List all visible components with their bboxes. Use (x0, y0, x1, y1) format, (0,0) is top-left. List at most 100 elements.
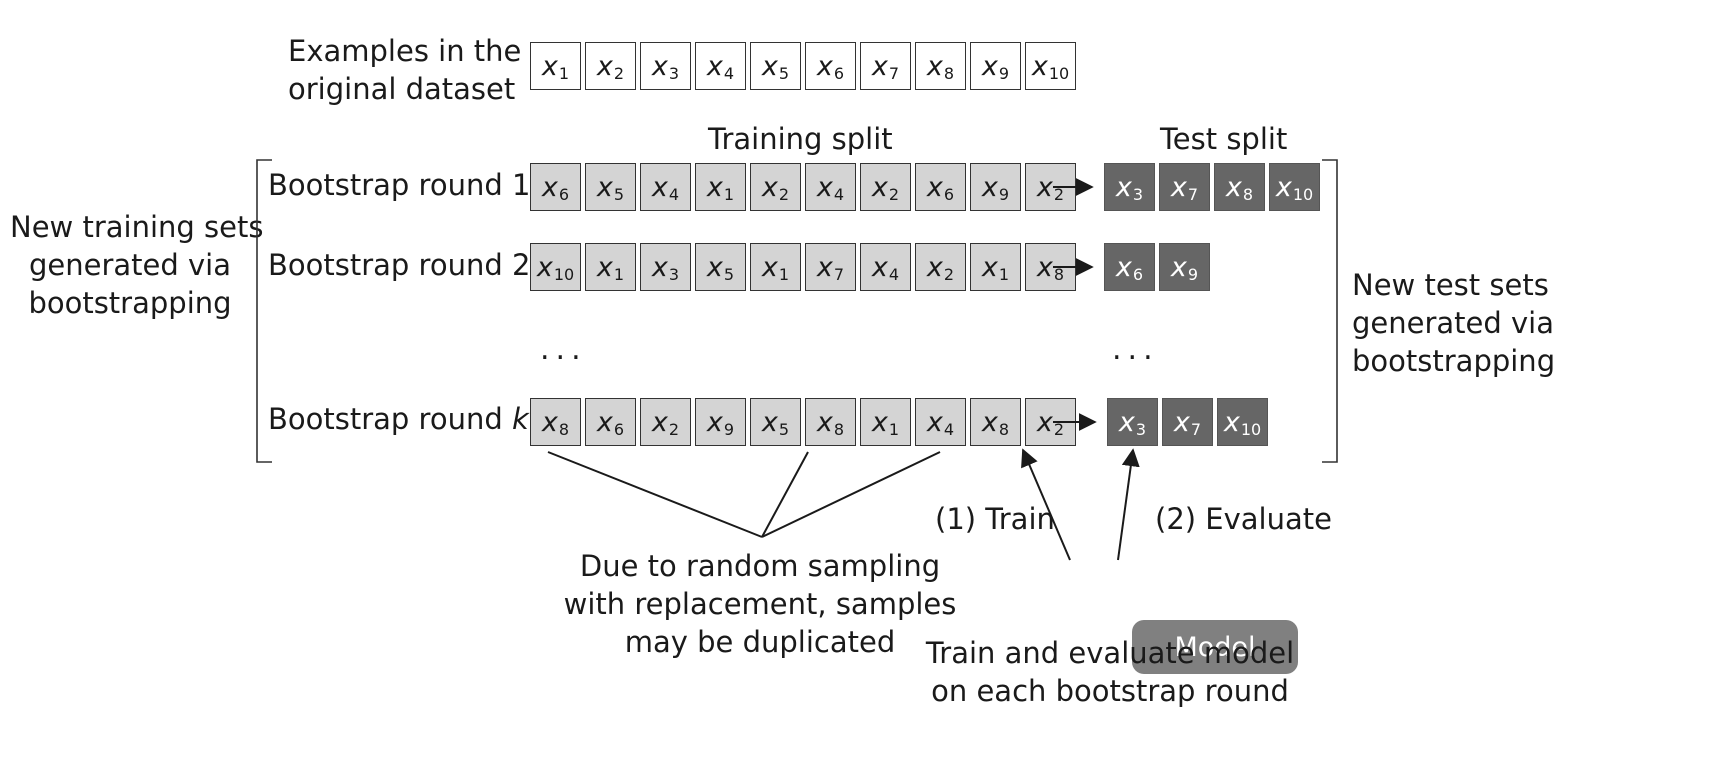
cell-index: 3 (1135, 419, 1147, 439)
cell-index: 4 (668, 184, 680, 204)
cell-index: 6 (1132, 264, 1144, 284)
new-test-sets-label-line3: bootstrapping (1352, 344, 1556, 378)
cell-symbol: x (926, 406, 943, 438)
training-ellipsis: ... (540, 332, 587, 367)
duplicate-line-3 (761, 451, 941, 538)
cell-index: 8 (1053, 264, 1065, 284)
cell-index: 5 (778, 63, 790, 83)
cell-index: 4 (833, 184, 845, 204)
cell-symbol: x (981, 251, 998, 283)
cell-symbol: x (651, 171, 668, 203)
cell-symbol: x (706, 406, 723, 438)
cell-index: 6 (558, 184, 570, 204)
cell-symbol: x (1036, 251, 1053, 283)
model-button[interactable]: Model (1132, 620, 1298, 674)
cell-symbol: x (871, 50, 888, 82)
new-training-sets-label-line3: bootstrapping (28, 286, 232, 320)
cell-symbol: x (1223, 406, 1240, 438)
cell-symbol: x (926, 50, 943, 82)
new-training-sets-label-line1: New training sets (10, 210, 264, 244)
cell-index: 1 (723, 184, 735, 204)
cell-symbol: x (1170, 251, 1187, 283)
cell-index: 2 (668, 419, 680, 439)
cell-index: 7 (1187, 184, 1199, 204)
cell-symbol: x (1275, 171, 1292, 203)
cell-index: 5 (613, 184, 625, 204)
cell-symbol: x (1036, 171, 1053, 203)
cell-index: 1 (613, 264, 625, 284)
cell-index: 9 (998, 63, 1010, 83)
cell-index: 9 (1187, 264, 1199, 284)
cell-symbol: x (651, 50, 668, 82)
duplication-note-line2: with replacement, samples (563, 587, 957, 621)
cell-symbol: x (596, 406, 613, 438)
cell-index: 1 (558, 63, 570, 83)
cell-index: 5 (723, 264, 735, 284)
round-2-label: Bootstrap round 2 (268, 248, 531, 282)
cell-symbol: x (816, 406, 833, 438)
duplicate-line-1 (547, 451, 763, 538)
cell-index: 6 (833, 63, 845, 83)
cell-index: 5 (778, 419, 790, 439)
cell-symbol: x (1170, 171, 1187, 203)
cell-symbol: x (1115, 251, 1132, 283)
cell-symbol: x (541, 406, 558, 438)
cell-symbol: x (706, 171, 723, 203)
evaluate-step-label: (2) Evaluate (1155, 502, 1332, 536)
original-dataset-label-line1: Examples in the (288, 34, 522, 68)
cell-symbol: x (651, 251, 668, 283)
cell-symbol: x (761, 171, 778, 203)
cell-symbol: x (1031, 50, 1048, 82)
round-k-label: Bootstrap round k (268, 402, 529, 436)
cell-index: 10 (1240, 419, 1262, 439)
evaluate-arrow (1117, 448, 1140, 561)
cell-index: 1 (998, 264, 1010, 284)
new-test-sets-label-line1: New test sets (1352, 268, 1549, 302)
cell-symbol: x (596, 251, 613, 283)
cell-symbol: x (761, 406, 778, 438)
cell-symbol: x (1115, 171, 1132, 203)
cell-symbol: x (541, 171, 558, 203)
cell-symbol: x (541, 50, 558, 82)
cell-symbol: x (706, 50, 723, 82)
cell-index: 2 (778, 184, 790, 204)
cell-index: 10 (1048, 63, 1070, 83)
left-bracket (256, 159, 272, 463)
cell-symbol: x (596, 50, 613, 82)
original-dataset-label-line2: original dataset (288, 72, 516, 106)
cell-index: 2 (943, 264, 955, 284)
caption-line2: on each bootstrap round (931, 674, 1289, 708)
cell-index: 3 (1132, 184, 1144, 204)
duplicate-line-2 (761, 451, 809, 538)
